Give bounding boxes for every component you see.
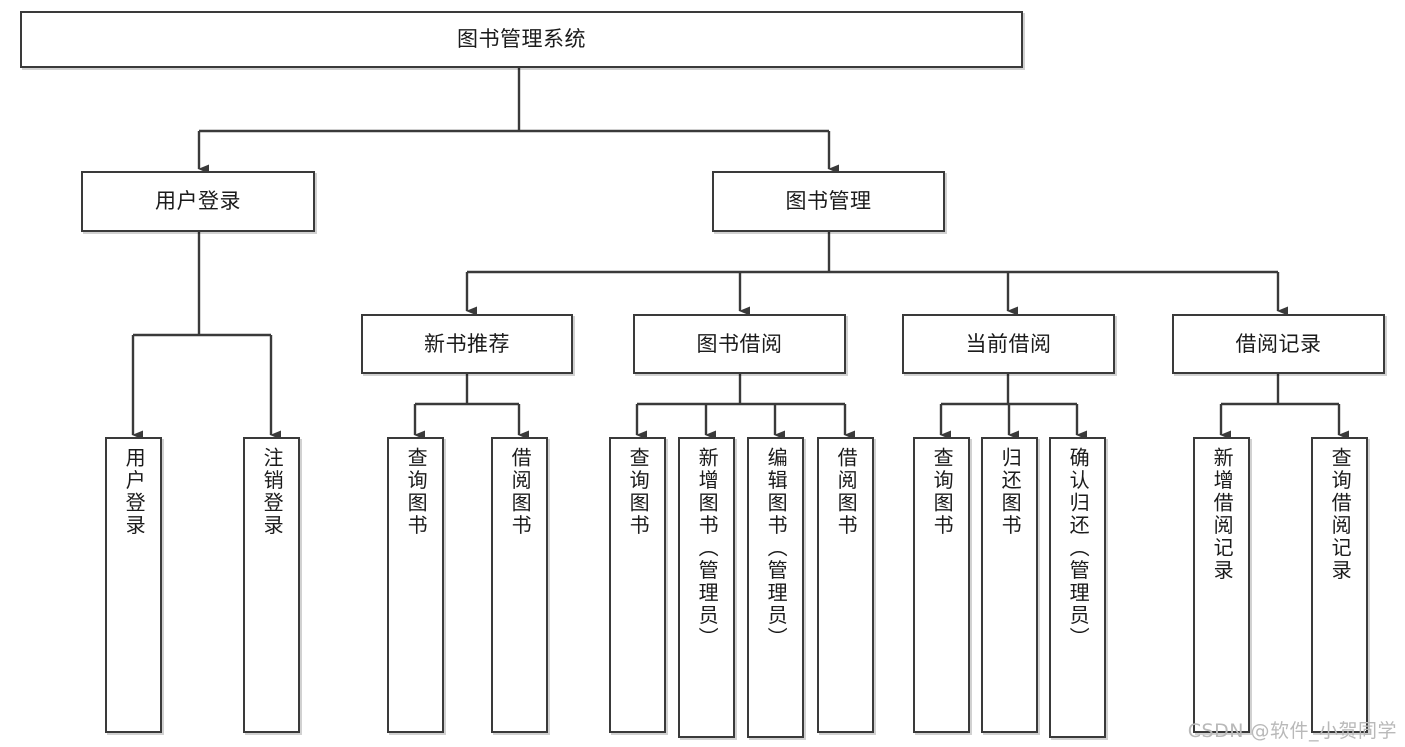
leaf-book-borrow-query-book[interactable]: 查询图书	[609, 437, 666, 733]
node-new-book-recommend[interactable]: 新书推荐	[361, 314, 573, 374]
node-label: 借阅记录	[1235, 331, 1322, 356]
node-label: 新增图书（管理员）	[695, 447, 720, 650]
leaf-current-borrow-confirm-return-admin[interactable]: 确认归还（管理员）	[1049, 437, 1106, 738]
node-book-borrow[interactable]: 图书借阅	[633, 314, 846, 374]
node-label: 新增借阅记录	[1210, 447, 1235, 582]
node-label: 查询图书	[404, 447, 429, 537]
leaf-user-login-logout[interactable]: 注销登录	[243, 437, 300, 733]
node-label: 注销登录	[260, 447, 285, 537]
leaf-user-login-login[interactable]: 用户登录	[105, 437, 162, 733]
node-label: 编辑图书（管理员）	[764, 447, 789, 650]
node-label: 查询图书	[930, 447, 955, 537]
node-user-login[interactable]: 用户登录	[81, 171, 315, 232]
leaf-book-borrow-add-book-admin[interactable]: 新增图书（管理员）	[678, 437, 735, 738]
leaf-current-borrow-return-book[interactable]: 归还图书	[981, 437, 1038, 733]
csdn-watermark: CSDN @软件_小贺同学	[1187, 720, 1397, 742]
leaf-book-borrow-edit-book-admin[interactable]: 编辑图书（管理员）	[747, 437, 804, 738]
leaf-new-book-borrow-book[interactable]: 借阅图书	[491, 437, 548, 733]
node-root-book-management-system[interactable]: 图书管理系统	[20, 11, 1023, 68]
node-label: 图书管理	[785, 189, 872, 214]
node-current-borrow[interactable]: 当前借阅	[902, 314, 1115, 374]
node-label: 用户登录	[155, 189, 241, 214]
leaf-current-borrow-query-book[interactable]: 查询图书	[913, 437, 970, 733]
node-label: 借阅图书	[508, 447, 533, 537]
leaf-new-book-query-book[interactable]: 查询图书	[387, 437, 444, 733]
node-book-management[interactable]: 图书管理	[712, 171, 945, 232]
node-label: 用户登录	[122, 447, 147, 537]
node-label: 查询借阅记录	[1328, 447, 1353, 582]
node-borrow-record[interactable]: 借阅记录	[1172, 314, 1385, 374]
leaf-borrow-record-add-record[interactable]: 新增借阅记录	[1193, 437, 1250, 733]
node-label: 查询图书	[626, 447, 651, 537]
leaf-borrow-record-query-record[interactable]: 查询借阅记录	[1311, 437, 1368, 733]
node-label: 借阅图书	[834, 447, 859, 537]
node-label: 图书借阅	[696, 331, 783, 356]
node-label: 图书管理系统	[457, 27, 586, 52]
node-label: 当前借阅	[965, 331, 1052, 356]
node-label: 新书推荐	[424, 331, 510, 356]
leaf-book-borrow-borrow-book[interactable]: 借阅图书	[817, 437, 874, 733]
node-label: 确认归还（管理员）	[1066, 447, 1091, 650]
node-label: 归还图书	[998, 447, 1023, 537]
